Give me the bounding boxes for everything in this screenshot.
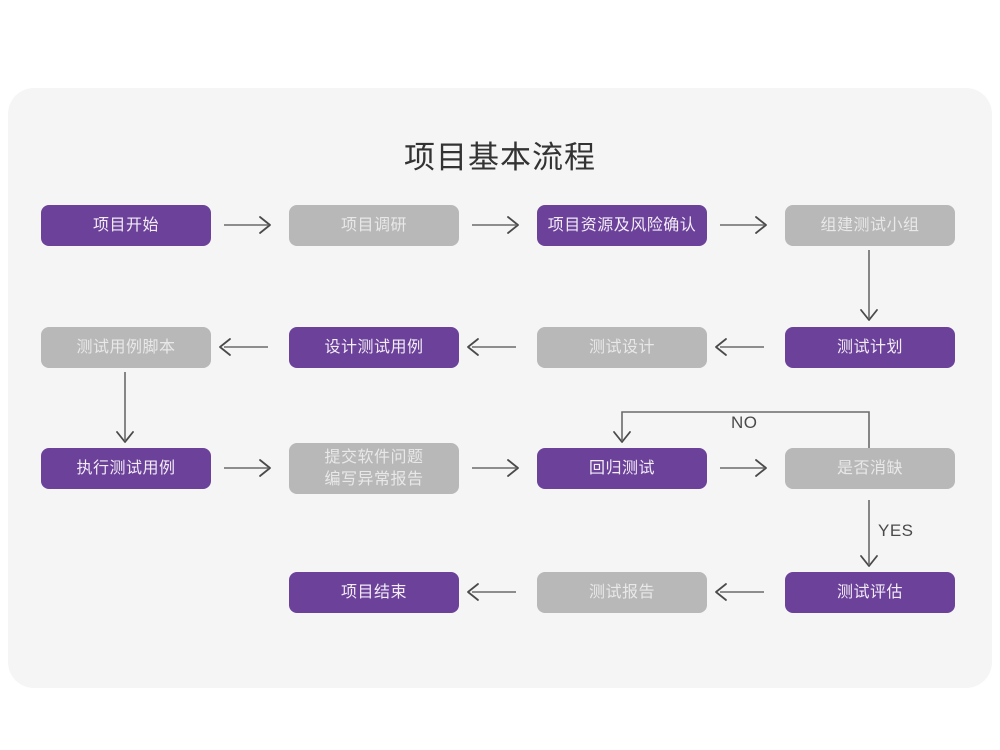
node-project-end[interactable]: 项目结束 bbox=[289, 572, 459, 613]
node-design-test-case[interactable]: 设计测试用例 bbox=[289, 327, 459, 368]
node-project-research[interactable]: 项目调研 bbox=[289, 205, 459, 246]
page-title: 项目基本流程 bbox=[404, 140, 596, 175]
node-regression-test[interactable]: 回归测试 bbox=[537, 448, 707, 489]
edge-label-no: NO bbox=[731, 413, 758, 432]
node-form-test-team[interactable]: 组建测试小组 bbox=[785, 205, 955, 246]
node-test-design[interactable]: 测试设计 bbox=[537, 327, 707, 368]
node-submit-defects-report[interactable]: 提交软件问题 编写异常报告 bbox=[289, 443, 459, 494]
edge-label-yes: YES bbox=[878, 521, 914, 540]
node-test-evaluation[interactable]: 测试评估 bbox=[785, 572, 955, 613]
node-resource-risk-confirm[interactable]: 项目资源及风险确认 bbox=[537, 205, 707, 246]
node-execute-test-case[interactable]: 执行测试用例 bbox=[41, 448, 211, 489]
node-test-plan[interactable]: 测试计划 bbox=[785, 327, 955, 368]
node-test-case-script[interactable]: 测试用例脚本 bbox=[41, 327, 211, 368]
node-project-start[interactable]: 项目开始 bbox=[41, 205, 211, 246]
node-test-report[interactable]: 测试报告 bbox=[537, 572, 707, 613]
node-defects-cleared[interactable]: 是否消缺 bbox=[785, 448, 955, 489]
